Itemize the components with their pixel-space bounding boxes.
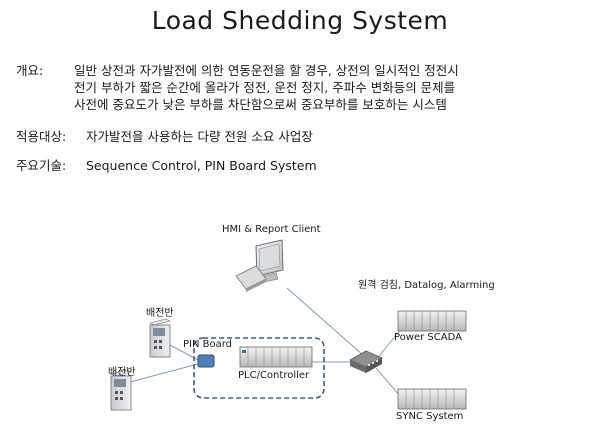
distribution-panel-label-1: 배전반 <box>146 308 174 319</box>
tech-section: 주요기술: Sequence Control, PIN Board System <box>0 157 600 175</box>
overview-section: 개요: 일반 상전과 자가발전에 의한 연동운전을 할 경우, 상전의 일시적인… <box>0 62 600 118</box>
overview-line-3: 사전에 중요도가 낮은 부하를 차단함으로써 중요부하를 보호하는 시스템 <box>74 97 447 112</box>
distribution-panel-icon-1 <box>149 318 171 358</box>
sync-system-icon <box>397 388 467 410</box>
target-label: 적용대상: <box>16 129 67 144</box>
remote-monitoring-label: 원격 검침, Datalog, Alarming <box>358 280 495 291</box>
power-scada-label: Power SCADA <box>394 332 462 343</box>
hmi-computer-icon <box>235 239 284 292</box>
controller-group-box <box>193 337 325 399</box>
tech-text: Sequence Control, PIN Board System <box>86 158 317 173</box>
sync-system-label: SYNC System <box>396 411 464 422</box>
overview-line-1: 일반 상전과 자가발전에 의한 연동운전을 할 경우, 상전의 일시적인 정전시 <box>74 63 459 78</box>
plc-controller-icon <box>239 346 313 368</box>
overview-label: 개요: <box>16 63 44 78</box>
overview-line-2: 전기 부하가 짧은 순간에 올라가 정전, 운전 정지, 주파수 변화등의 문제… <box>74 80 456 95</box>
hmi-label: HMI & Report Client <box>222 224 321 235</box>
target-section: 적용대상: 자가발전을 사용하는 다량 전원 소요 사업장 <box>0 128 600 146</box>
plc-controller-label: PLC/Controller <box>238 370 310 381</box>
pin-board-label: PIN Board <box>183 339 233 350</box>
distribution-panel-icon-2 <box>110 369 132 411</box>
target-text: 자가발전을 사용하는 다량 전원 소요 사업장 <box>86 129 313 144</box>
distribution-panel-label-2: 배전반 <box>108 367 136 378</box>
power-scada-icon <box>397 310 467 332</box>
pin-board-icon <box>197 354 215 368</box>
page-title: Load Shedding System <box>151 6 449 35</box>
network-switch-icon <box>349 350 383 373</box>
tech-label: 주요기술: <box>16 158 67 173</box>
